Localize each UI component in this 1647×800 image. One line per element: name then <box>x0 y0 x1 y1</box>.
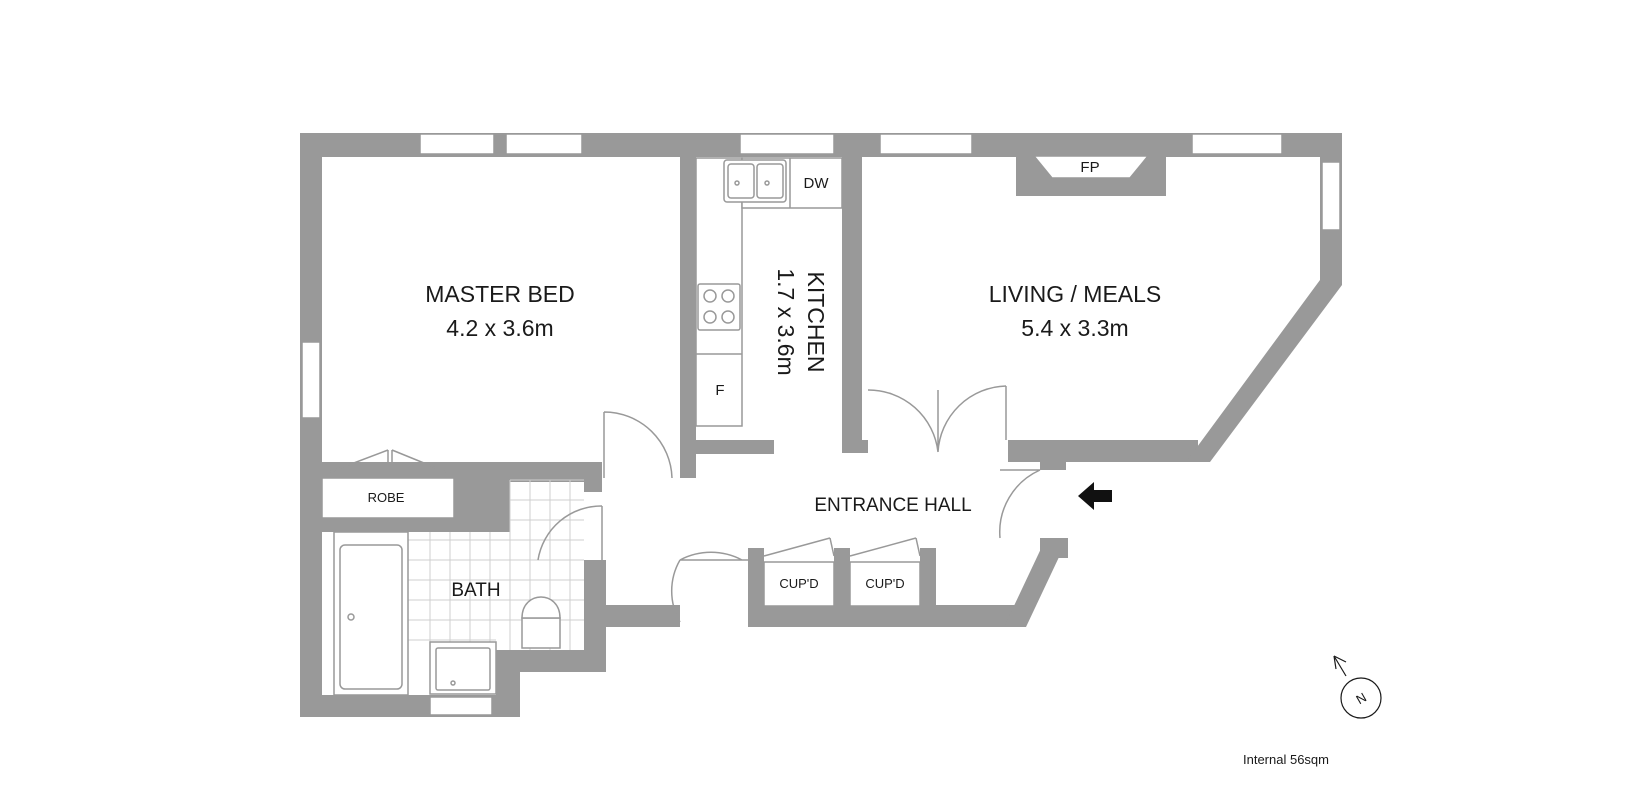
bath-lower-jamb <box>584 560 606 620</box>
robe-label: ROBE <box>368 490 405 505</box>
windows <box>301 133 1341 716</box>
cupd-label: CUP'D <box>865 576 904 591</box>
hall-diagonal-wall <box>1004 538 1068 627</box>
kitchen-label-group: KITCHEN 1.7 x 3.6m <box>773 268 829 375</box>
robe: ROBE <box>321 449 455 519</box>
cupd-mid-wall <box>834 548 850 610</box>
hall-bottom-wall-left <box>584 605 680 627</box>
cupd-right-wall <box>920 548 936 610</box>
living-left-wall <box>842 133 862 453</box>
window <box>1321 161 1341 231</box>
left-wall <box>300 133 322 717</box>
entry-door <box>998 469 1041 539</box>
window <box>419 133 495 155</box>
north-compass-icon: N <box>1333 655 1382 719</box>
internal-area-label: Internal 56sqm <box>1243 752 1329 767</box>
entrance-hall-label: ENTRANCE HALL <box>814 495 971 516</box>
kitchen-bench: DW F <box>695 157 843 427</box>
hall-door <box>670 551 748 623</box>
entry-jamb-top <box>1040 440 1066 470</box>
living-right-wall <box>1186 133 1342 462</box>
cupd-label: CUP'D <box>779 576 818 591</box>
door-swings <box>537 385 1041 623</box>
window <box>879 133 973 155</box>
fireplace-label: FP <box>1080 159 1099 176</box>
compass-label: N <box>1353 690 1369 708</box>
robe-doors <box>329 449 447 473</box>
living-double-door <box>867 385 1007 453</box>
window <box>1191 133 1283 155</box>
dishwasher-label: DW <box>804 175 830 192</box>
hall-bottom-wall-right <box>748 605 1020 627</box>
cupd-left-wall <box>748 548 764 627</box>
cupd-doors <box>763 537 921 557</box>
sink-icon <box>723 159 787 203</box>
kitchen-size: 1.7 x 3.6m <box>773 268 799 375</box>
entry-arrow-icon <box>1078 482 1112 510</box>
bathtub-icon <box>333 531 409 696</box>
cupboards: CUP'D CUP'D <box>763 537 921 607</box>
window <box>429 696 493 716</box>
living-bottom-wall <box>1008 440 1198 462</box>
robe-bottom-wall <box>322 518 510 532</box>
fireplace-opening <box>1032 155 1150 179</box>
living-name: LIVING / MEALS <box>989 281 1162 307</box>
kitchen-left-wall <box>680 133 696 478</box>
bathroom: BATH <box>333 479 584 696</box>
window <box>505 133 583 155</box>
bath-top-jamb <box>584 462 602 492</box>
master-bed-size: 4.2 x 3.6m <box>446 315 553 341</box>
living-door-jamb <box>842 440 868 453</box>
window <box>301 341 321 419</box>
bath-step-wall-v <box>496 650 520 717</box>
walls <box>300 133 1342 717</box>
bath-step-wall <box>496 650 606 672</box>
window <box>739 133 835 155</box>
toilet-icon <box>521 596 561 649</box>
cooktop-icon <box>697 283 741 331</box>
vanity-basin-icon <box>429 641 497 695</box>
bath-door <box>537 505 603 561</box>
bed-door <box>603 411 673 479</box>
bath-tiles <box>408 479 584 650</box>
room-labels: MASTER BED 4.2 x 3.6m KITCHEN 1.7 x 3.6m… <box>425 268 1161 516</box>
fireplace: FP <box>1016 154 1166 196</box>
master-bed-name: MASTER BED <box>425 281 575 307</box>
fridge-label: F <box>715 382 724 399</box>
kitchen-bottom-wall <box>696 440 774 454</box>
bath-label: BATH <box>451 580 500 601</box>
living-size: 5.4 x 3.3m <box>1021 315 1128 341</box>
entry-jamb-bottom <box>1040 538 1068 558</box>
kitchen-name: KITCHEN <box>803 272 829 373</box>
